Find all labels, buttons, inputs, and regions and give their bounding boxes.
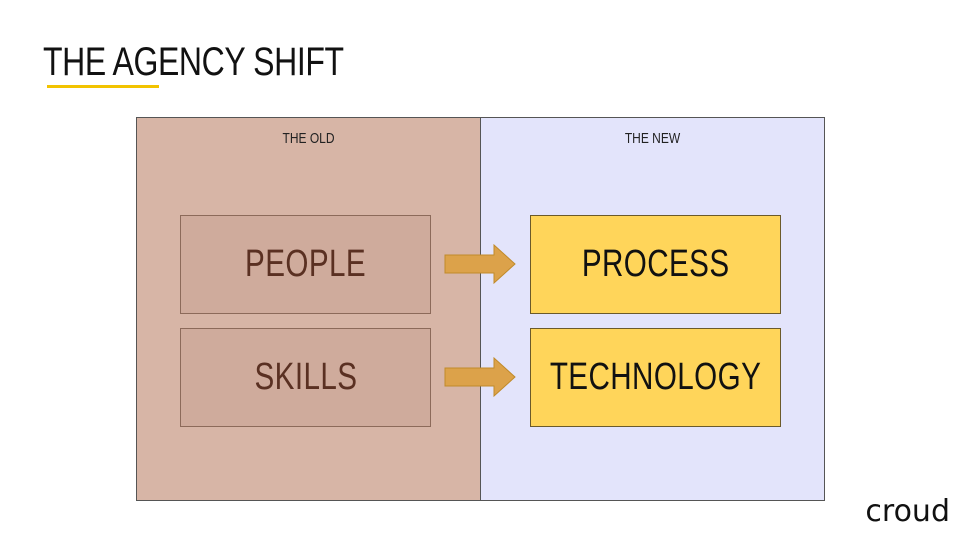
old-panel-label: THE OLD [282,130,335,147]
brand-logo: croud [865,494,950,529]
new-panel-label: THE NEW [624,130,681,147]
old-box-skills: SKILLS [180,328,431,427]
new-box-process: PROCESS [530,215,781,314]
old-box-label: SKILLS [254,356,357,398]
old-box-label: PEOPLE [245,243,366,285]
title-underline [47,85,159,88]
slide-title: THE AGENCY SHIFT [43,40,344,84]
right-arrow-icon [444,244,516,284]
new-box-label: PROCESS [581,243,730,285]
right-arrow-icon [444,357,516,397]
old-box-people: PEOPLE [180,215,431,314]
new-box-label: TECHNOLOGY [549,356,762,398]
new-box-technology: TECHNOLOGY [530,328,781,427]
